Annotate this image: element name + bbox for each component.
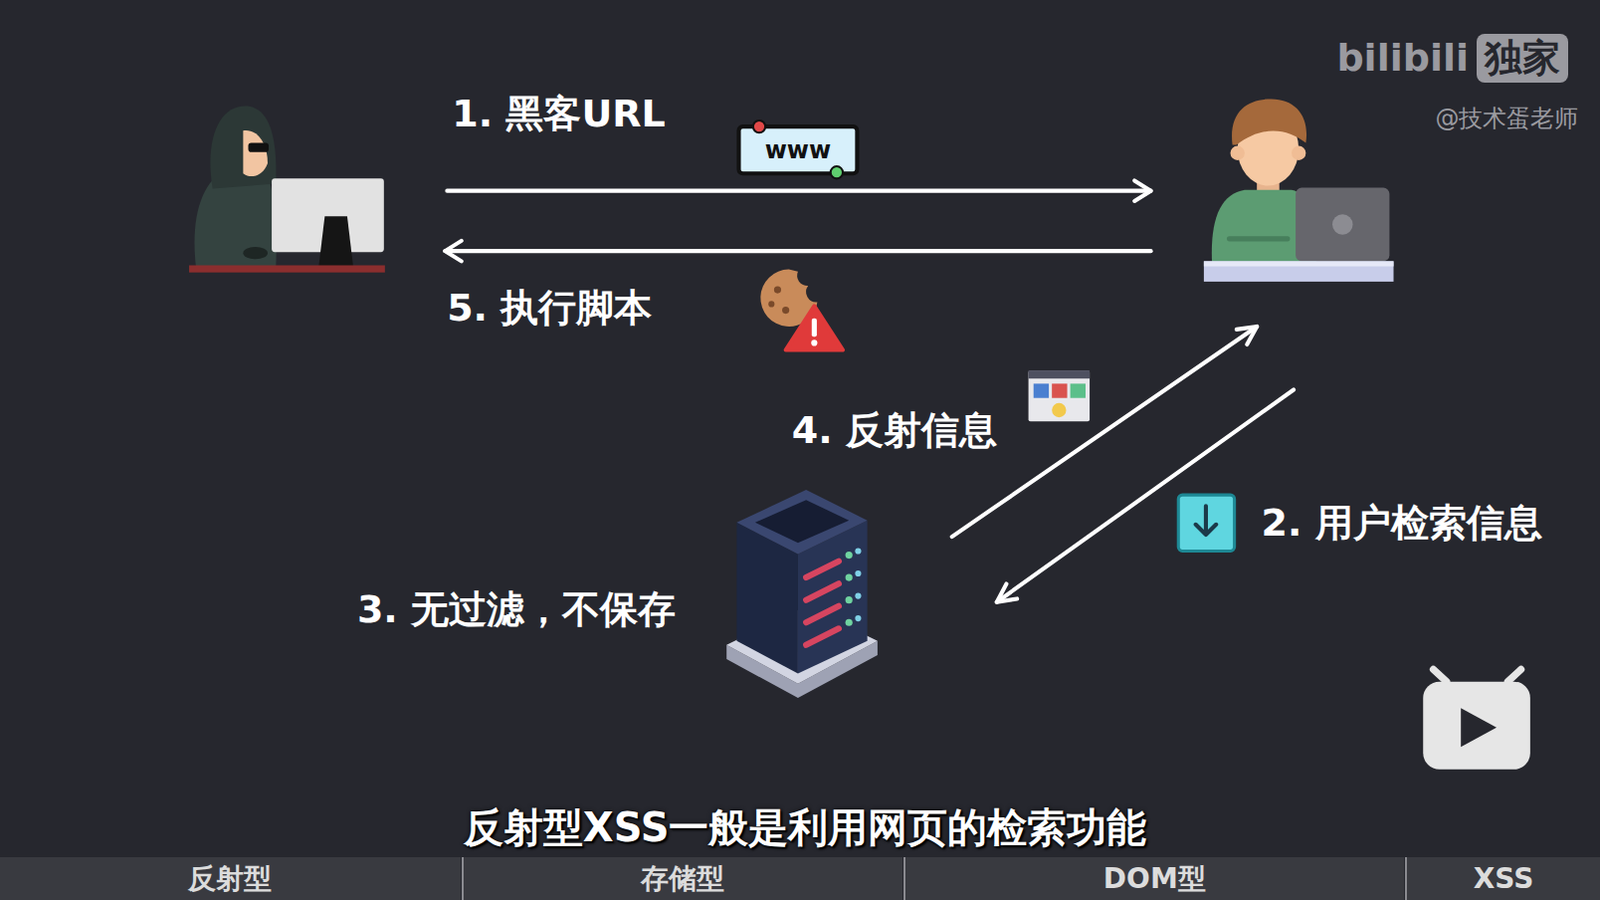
user-arm [1229, 235, 1288, 241]
search-box [1178, 494, 1234, 551]
server-light [845, 618, 853, 626]
chapter-segment: 存储型 [461, 856, 903, 900]
url-icon-text: www [765, 135, 832, 165]
user-figure [1203, 98, 1395, 281]
watermark-author: @技术蛋老师 [1434, 104, 1579, 134]
hacker-face [242, 130, 268, 177]
webpage-icon [1028, 370, 1090, 421]
arrow-line [997, 390, 1294, 602]
server-light [854, 614, 861, 621]
server-light [854, 592, 861, 599]
badge-text: 独家 [1484, 35, 1561, 82]
server-stripe [805, 627, 839, 644]
search-arrow [1196, 505, 1216, 535]
server-figure [726, 489, 878, 698]
server-top-face [736, 489, 867, 555]
user-ear [1291, 146, 1306, 161]
tv-logo [1422, 668, 1531, 769]
url-dot [830, 166, 843, 179]
tv-antenna [1507, 668, 1521, 681]
watermark-logo: bilibili [1336, 36, 1469, 83]
page-frame [1028, 370, 1090, 421]
warning-triangle [786, 305, 843, 350]
server-light [845, 596, 853, 603]
warning-dot [810, 339, 817, 346]
server-top-inset [755, 499, 849, 543]
server-light [845, 574, 853, 582]
arrow-line [444, 248, 1151, 253]
url-dot [753, 120, 766, 133]
cookie-chip [774, 285, 782, 293]
cookie-chip [768, 300, 775, 307]
user-ear [1230, 146, 1245, 161]
step-label: 3. 无过滤，不保存 [357, 587, 676, 633]
tv-play [1460, 707, 1497, 747]
chapter-segment: 反射型 [0, 856, 461, 900]
chapter-title: 存储型 [640, 861, 725, 896]
page-bar [1028, 370, 1090, 379]
chapter-segment: DOM型 [903, 856, 1405, 900]
page-bulb [1051, 402, 1066, 417]
chapter-title: XSS [1473, 861, 1535, 896]
cookie-warning-icon [760, 269, 843, 351]
page-tile [1051, 383, 1067, 398]
cookie-chip [782, 306, 790, 314]
step-label: 5. 执行脚本 [446, 285, 652, 332]
hacker-hand [242, 246, 268, 259]
chapter-title: 反射型 [188, 861, 272, 896]
server-lights [845, 547, 862, 625]
hacker-figure [189, 106, 386, 273]
step-label: 4. 反射信息 [792, 407, 998, 454]
server-stripes [805, 561, 839, 645]
server-stripe [805, 583, 839, 600]
chapter-segment: XSS [1404, 856, 1600, 900]
hacker-glasses [248, 142, 269, 152]
arrow-head [444, 240, 461, 261]
arrow-head [1236, 326, 1257, 345]
user-desk [1203, 260, 1395, 281]
monitor-stand [318, 215, 354, 267]
server-stripe [805, 605, 839, 622]
flow-arrows [444, 180, 1294, 601]
server-light [845, 551, 853, 559]
chapter-title: DOM型 [1103, 861, 1206, 896]
page-tile [1070, 383, 1086, 398]
watermark-badge: 独家 [1476, 33, 1569, 84]
laptop-logo [1332, 213, 1353, 234]
user-laptop [1295, 188, 1390, 262]
hacker-hood [209, 106, 276, 190]
page-tile [1033, 383, 1049, 398]
url-icon [739, 120, 858, 179]
arrow-head [997, 583, 1017, 601]
step-label: 2. 用户检索信息 [1261, 500, 1543, 547]
hacker-desk [189, 264, 386, 272]
warning-bar [811, 318, 817, 337]
server-light [854, 547, 861, 554]
step-label: 1. 黑客URL [451, 91, 665, 138]
server-stripe [805, 561, 839, 578]
server-light [854, 570, 861, 577]
tv-body [1422, 681, 1531, 770]
subtitle-caption: 反射型XSS一般是利用网页的检索功能 [463, 802, 1148, 851]
arrow-line [446, 189, 1151, 194]
search-icon [1178, 494, 1234, 551]
desk-edge [1203, 260, 1395, 266]
arrow-head [1134, 180, 1151, 200]
tv-antenna [1432, 668, 1446, 681]
user-hair [1231, 98, 1307, 145]
